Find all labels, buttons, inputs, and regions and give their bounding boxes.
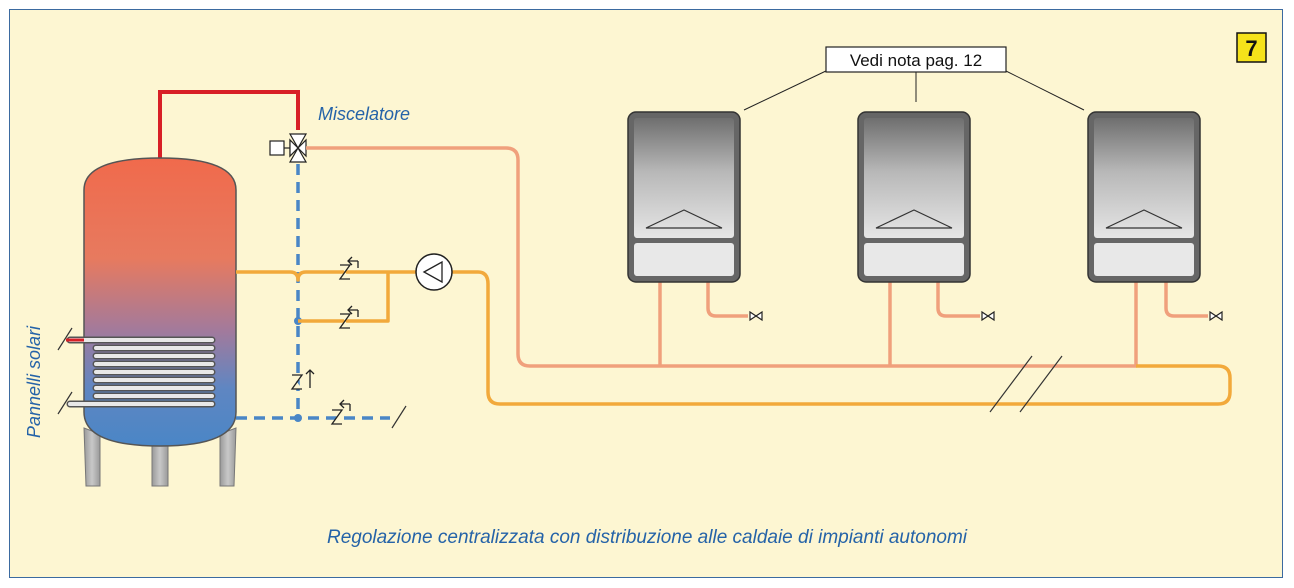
hot-supply-pipe [158, 90, 300, 160]
mixer-label: Miscelatore [318, 104, 410, 124]
cold-junction-lower [294, 414, 302, 422]
figure-caption: Regolazione centralizzata con distribuzi… [326, 527, 968, 548]
check-valves [290, 256, 359, 425]
cold-water-pipes [236, 164, 390, 420]
check-valve-1 [338, 256, 359, 280]
boiler-2 [857, 111, 971, 283]
solar-coil [66, 336, 216, 408]
note-callout: Vedi nota pag. 12 [743, 46, 1085, 111]
cold-water-break [391, 405, 407, 429]
pipe-breaks [989, 355, 1063, 413]
check-valve-4 [330, 399, 351, 425]
boiler-3 [1087, 111, 1201, 283]
solar-panels-label: Pannelli solari [24, 325, 44, 438]
note-label: Vedi nota pag. 12 [850, 51, 982, 70]
tank-legs [83, 427, 237, 487]
check-valve-2 [338, 305, 359, 329]
figure-number: 7 [1245, 36, 1257, 61]
solar-outlet-break [57, 391, 73, 415]
mixer-valve [269, 133, 308, 163]
solar-inlet-break [57, 327, 73, 351]
drain-taps [749, 310, 1223, 322]
boiler-1 [627, 111, 741, 283]
circulation-pump [415, 253, 453, 291]
mixed-supply-pipes [306, 146, 1208, 368]
check-valve-3 [290, 369, 315, 390]
recirculation-pipes [236, 270, 1232, 406]
figure-number-badge: 7 [1236, 32, 1267, 63]
